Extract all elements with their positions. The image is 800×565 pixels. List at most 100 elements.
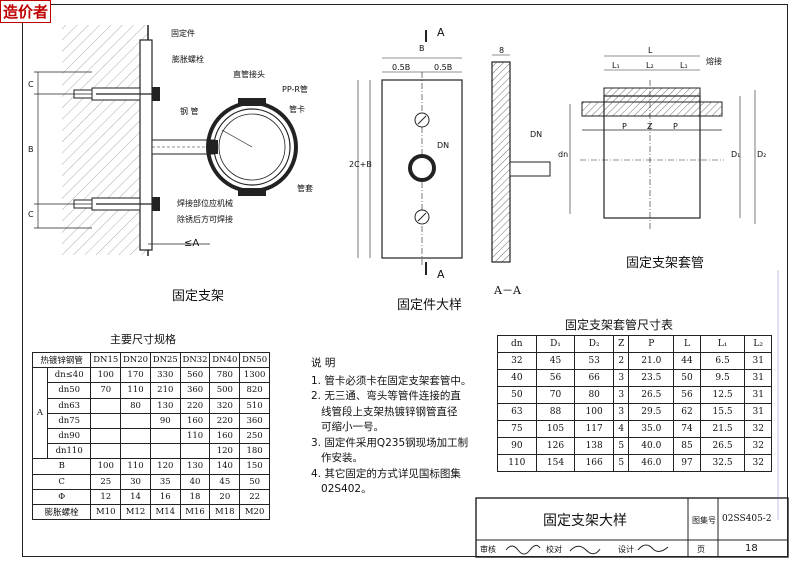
sleeve-cell: 46.0 bbox=[628, 454, 675, 472]
dims-a-label: A bbox=[32, 367, 48, 460]
fixing-plate-detail bbox=[357, 30, 463, 275]
label-sleeve: 管套 bbox=[297, 184, 313, 193]
sleeve-cell: 75 bbox=[497, 420, 537, 438]
dims-cell: M18 bbox=[209, 503, 241, 521]
dims-row-label: Φ bbox=[31, 488, 92, 505]
sleeve-cell: 21.0 bbox=[628, 352, 675, 370]
sleeve-cell: 63 bbox=[497, 403, 537, 421]
sleeve-dim-p-left: P bbox=[622, 122, 627, 131]
dims-row-label: C bbox=[31, 473, 92, 490]
sleeve-cell: 23.5 bbox=[628, 369, 675, 387]
dims-cell: 100 bbox=[90, 458, 122, 475]
dims-cell: 220 bbox=[209, 412, 241, 429]
sleeve-cell: 12.5 bbox=[699, 386, 746, 404]
dims-cell: 120 bbox=[209, 443, 241, 460]
sleeve-cell: 31 bbox=[744, 352, 772, 370]
dims-cell: 110 bbox=[179, 427, 211, 445]
dims-cell: 360 bbox=[239, 412, 270, 429]
label-expansion-bolt: 膨胀螺栓 bbox=[172, 55, 204, 64]
sleeve-dim-dn: dn bbox=[558, 150, 569, 159]
dims-head: DN40 bbox=[209, 351, 241, 369]
sleeve-cell: 80 bbox=[574, 386, 615, 404]
dims-cell: 160 bbox=[209, 427, 241, 445]
sleeve-dim-d1: D₁ bbox=[731, 150, 741, 159]
aa-dim-8: 8 bbox=[499, 46, 505, 55]
dims-cell: 16 bbox=[149, 488, 181, 505]
sleeve-cell: 26.5 bbox=[699, 437, 746, 455]
notes-list: 1. 管卡必须卡在固定支架套管中。2. 无三通、弯头等管件连接的直 线管段上支架… bbox=[311, 374, 471, 498]
sleeve-cell: 56 bbox=[673, 386, 701, 404]
caption-sleeve: 固定支架套管 bbox=[626, 256, 705, 271]
title-block-lines bbox=[475, 497, 789, 558]
label-weld-note2: 除锈后方可焊接 bbox=[177, 215, 233, 224]
sleeve-cell: 15.5 bbox=[699, 403, 746, 421]
dims-cell: 40 bbox=[179, 473, 211, 490]
dims-cell bbox=[90, 412, 122, 429]
sleeve-label-weld: 熔接 bbox=[706, 57, 722, 66]
review-label: 审核 bbox=[480, 545, 496, 554]
steel-pipe bbox=[151, 139, 215, 155]
dims-head: DN20 bbox=[120, 351, 151, 369]
sleeve-cell: 40 bbox=[497, 369, 537, 387]
dims-cell: 180 bbox=[239, 443, 270, 460]
sleeve-cell: 29.5 bbox=[628, 403, 675, 421]
dims-corner: 热镀锌钢管 bbox=[31, 351, 92, 369]
note-line: 4. 其它固定的方式详见国标图集 bbox=[311, 467, 461, 480]
sleeve-head: L₂ bbox=[744, 335, 772, 353]
label-clamp: 管卡 bbox=[289, 105, 305, 114]
dims-row-label: dn75 bbox=[46, 412, 92, 429]
left-dimensions bbox=[34, 71, 210, 245]
dim-b: B bbox=[28, 145, 34, 154]
dims-cell: M14 bbox=[149, 503, 181, 521]
dims-cell: 80 bbox=[120, 397, 151, 414]
dims-cell bbox=[120, 412, 151, 429]
note-line: 可缩小一号。 bbox=[311, 421, 385, 433]
dims-cell bbox=[179, 443, 211, 460]
dims-table-title: 主要尺寸规格 bbox=[110, 333, 176, 346]
sleeve-dim-l1-right: L₁ bbox=[680, 61, 688, 70]
section-mark-a-bottom: A bbox=[437, 268, 445, 281]
sleeve-dim-l2: L₂ bbox=[646, 61, 654, 70]
page-label: 页 bbox=[697, 545, 705, 554]
mid-dim-05b-left: 0.5B bbox=[392, 63, 411, 72]
brand-logo: 造价者 bbox=[0, 0, 52, 23]
sleeve-cell: 35.0 bbox=[628, 420, 675, 438]
sleeve-cell: 154 bbox=[535, 454, 576, 472]
sleeve-dim-l1-left: L₁ bbox=[612, 61, 620, 70]
dims-cell bbox=[149, 427, 181, 445]
sleeve-cell: 126 bbox=[535, 437, 576, 455]
dims-row-label: 膨胀螺栓 bbox=[31, 503, 92, 521]
sleeve-cell: 32.5 bbox=[699, 454, 746, 472]
check-label: 校对 bbox=[546, 545, 562, 554]
dims-cell bbox=[90, 427, 122, 445]
dims-row-label: dn90 bbox=[46, 427, 92, 445]
dims-cell bbox=[90, 443, 122, 460]
sleeve-cell: 74 bbox=[673, 420, 701, 438]
caption-fixed-support: 固定支架 bbox=[172, 289, 225, 304]
dims-cell bbox=[120, 443, 151, 460]
dim-c-bottom: C bbox=[28, 210, 34, 219]
dims-row-label: dn110 bbox=[46, 443, 92, 460]
dims-cell: 45 bbox=[209, 473, 241, 490]
sleeve-head: L bbox=[673, 335, 701, 353]
sleeve-cell: 50 bbox=[673, 369, 701, 387]
aa-label-dn: DN bbox=[530, 130, 543, 139]
atlas-label: 图集号 bbox=[692, 516, 716, 525]
sleeve-cell: 31 bbox=[744, 369, 772, 387]
dims-cell: 560 bbox=[179, 367, 211, 384]
caption-fixing-detail: 固定件大样 bbox=[397, 298, 463, 313]
dims-cell: 330 bbox=[149, 367, 181, 384]
dims-cell: 130 bbox=[149, 397, 181, 414]
sleeve-cell: 2 bbox=[613, 352, 630, 370]
dims-cell: 100 bbox=[90, 367, 122, 384]
dims-cell: 50 bbox=[239, 473, 270, 490]
note-line: 02S402。 bbox=[311, 483, 372, 495]
sleeve-cell: 44 bbox=[673, 352, 701, 370]
